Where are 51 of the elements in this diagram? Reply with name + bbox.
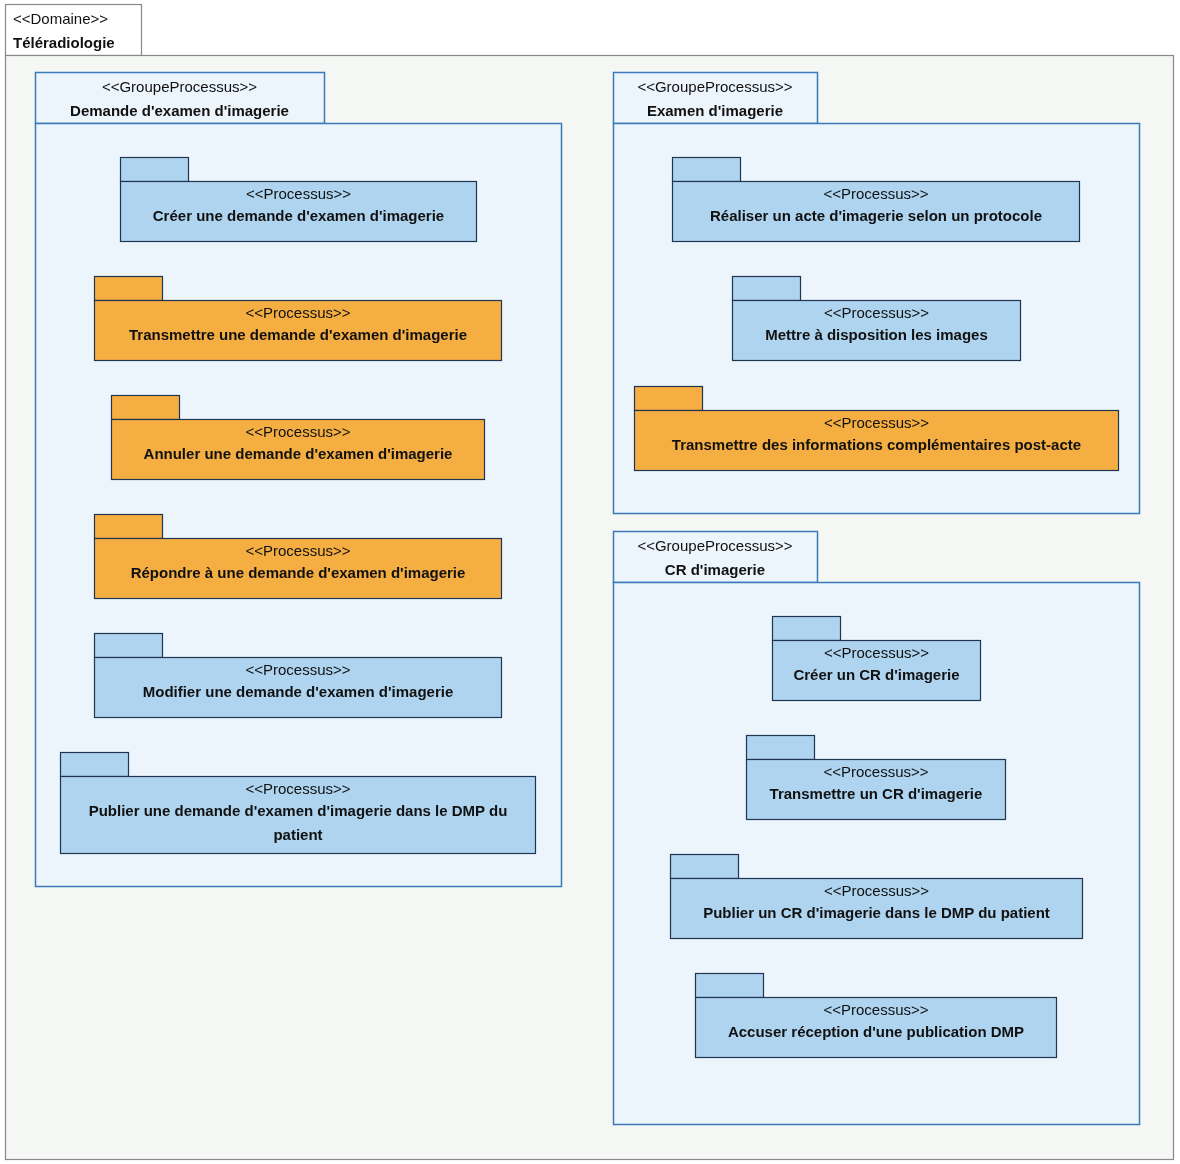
- group-name: Examen d'imagerie: [645, 101, 785, 121]
- domain-name: Téléradiologie: [13, 33, 116, 53]
- process-name: Mettre à disposition les images: [764, 325, 989, 345]
- process-name: Publier un CR d'imagerie dans le DMP du patient: [702, 903, 1051, 923]
- process-package: [670, 854, 1083, 939]
- stereotype-label: <<Processus>>: [822, 881, 931, 901]
- process-package: [60, 752, 536, 854]
- process-name: Publier une demande d'examen d'imagerie dans le DMP du patient: [87, 801, 509, 845]
- process-package: [111, 395, 485, 480]
- process-name: Réaliser un acte d'imagerie selon un protocole: [709, 206, 1043, 226]
- stereotype-label: <<Processus>>: [244, 541, 352, 561]
- process-name: Transmettre un CR d'imagerie: [768, 784, 984, 804]
- stereotype-label: <<Processus>>: [244, 303, 352, 323]
- domain-package: [5, 4, 1174, 1160]
- stereotype-label: <<Processus>>: [244, 184, 353, 204]
- process-package: [634, 386, 1119, 471]
- group-package: [613, 531, 1140, 1125]
- stereotype-label: <<Processus>>: [244, 660, 352, 680]
- stereotype-label: <<Processus>>: [822, 184, 930, 204]
- process-package: [94, 276, 502, 361]
- stereotype-label: <<Processus>>: [822, 1000, 930, 1020]
- stereotype-label: <<Processus>>: [244, 779, 352, 799]
- process-package: [120, 157, 477, 242]
- process-name: Modifier une demande d'examen d'imagerie: [141, 682, 455, 702]
- process-name: Répondre à une demande d'examen d'imagerie: [129, 563, 467, 583]
- process-package: [732, 276, 1021, 361]
- group-package: [613, 72, 1140, 514]
- group-package: [35, 72, 562, 887]
- process-package: [695, 973, 1057, 1058]
- process-name: Transmettre des informations complémentaires post-acte: [670, 435, 1083, 455]
- process-package: [672, 157, 1080, 242]
- process-name: Annuler une demande d'examen d'imagerie: [142, 444, 454, 464]
- stereotype-label: <<Processus>>: [822, 413, 931, 433]
- stereotype-label: <<Domaine>>: [13, 9, 110, 29]
- process-package: [94, 633, 502, 718]
- stereotype-label: <<Processus>>: [822, 762, 930, 782]
- process-name: Transmettre une demande d'examen d'imagerie: [127, 325, 469, 345]
- process-name: Créer un CR d'imagerie: [792, 665, 961, 685]
- stereotype-label: <<GroupeProcessus>>: [636, 77, 794, 97]
- process-package: [772, 616, 981, 701]
- stereotype-label: <<GroupeProcessus>>: [636, 536, 794, 556]
- process-name: Accuser réception d'une publication DMP: [726, 1022, 1026, 1042]
- stereotype-label: <<Processus>>: [822, 303, 931, 323]
- stereotype-label: <<GroupeProcessus>>: [100, 77, 259, 97]
- stereotype-label: <<Processus>>: [244, 422, 352, 442]
- process-package: [746, 735, 1006, 820]
- group-name: Demande d'examen d'imagerie: [69, 101, 290, 121]
- stereotype-label: <<Processus>>: [822, 643, 931, 663]
- group-name: CR d'imagerie: [663, 560, 767, 580]
- process-name: Créer une demande d'examen d'imagerie: [151, 206, 446, 226]
- process-package: [94, 514, 502, 599]
